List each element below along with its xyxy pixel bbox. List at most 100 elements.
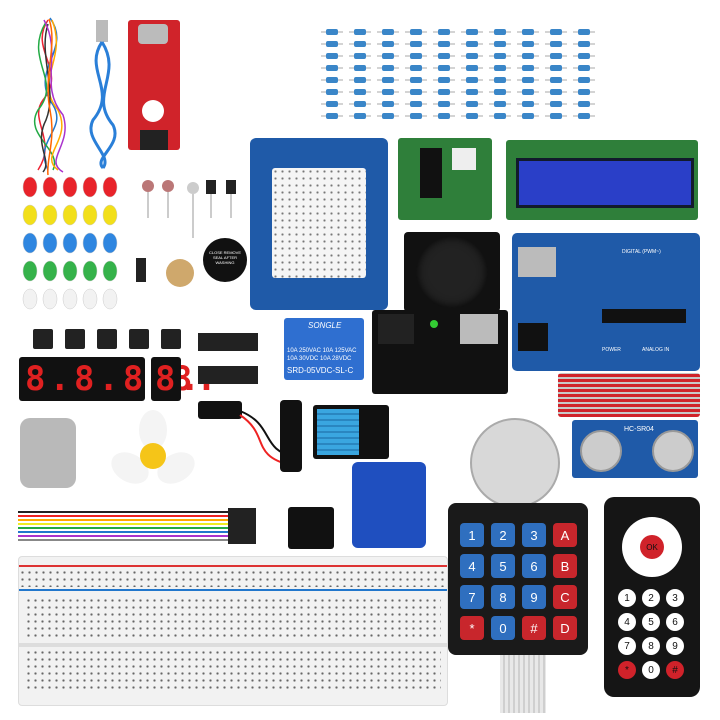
small-components <box>136 180 236 287</box>
resistor <box>354 89 366 95</box>
led <box>62 232 78 254</box>
resistor <box>466 29 478 35</box>
dht11-sensor <box>313 405 389 459</box>
keypad-key[interactable]: 7 <box>460 585 484 609</box>
resistor <box>382 65 394 71</box>
remote-key[interactable]: 6 <box>666 613 684 631</box>
keypad-key[interactable]: 4 <box>460 554 484 578</box>
prototype-shield <box>250 138 388 310</box>
keypad-key[interactable]: B <box>553 554 577 578</box>
resistor <box>410 29 422 35</box>
resistor <box>382 89 394 95</box>
led <box>82 204 98 226</box>
led <box>62 204 78 226</box>
led <box>42 232 58 254</box>
keypad-key[interactable]: 3 <box>522 523 546 547</box>
resistor <box>438 89 450 95</box>
resistor <box>326 65 338 71</box>
resistor <box>466 65 478 71</box>
led <box>42 288 58 310</box>
resistor <box>354 41 366 47</box>
resistor <box>354 113 366 119</box>
remote-key[interactable]: # <box>666 661 684 679</box>
remote-ok-button[interactable]: OK <box>640 535 664 559</box>
resistor <box>494 77 506 83</box>
remote-key[interactable]: 7 <box>618 637 636 655</box>
push-buttons <box>33 329 181 349</box>
led <box>62 288 78 310</box>
remote-key[interactable]: 2 <box>642 589 660 607</box>
keypad-key[interactable]: 9 <box>522 585 546 609</box>
remote-key[interactable]: 3 <box>666 589 684 607</box>
resistor <box>326 101 338 107</box>
keypad-key[interactable]: 5 <box>491 554 515 578</box>
resistor <box>466 89 478 95</box>
led <box>22 260 38 282</box>
resistor <box>382 77 394 83</box>
microphone-icon <box>138 24 168 44</box>
arduino-power-label: POWER <box>602 347 621 353</box>
keypad-ribbon-cable <box>500 655 546 713</box>
resistor <box>326 41 338 47</box>
resistor <box>550 53 562 59</box>
keypad-key[interactable]: # <box>522 616 546 640</box>
resistor <box>550 65 562 71</box>
keypad-key[interactable]: C <box>553 585 577 609</box>
resistor <box>382 29 394 35</box>
resistor <box>466 53 478 59</box>
ic-chip-1 <box>198 333 258 351</box>
resistor <box>494 113 506 119</box>
keypad-key[interactable]: A <box>553 523 577 547</box>
remote-key[interactable]: 5 <box>642 613 660 631</box>
keypad-key[interactable]: 6 <box>522 554 546 578</box>
keypad-key[interactable]: 8 <box>491 585 515 609</box>
resistor <box>326 89 338 95</box>
resistor <box>410 53 422 59</box>
stepper-motor <box>470 418 560 508</box>
resistor <box>410 89 422 95</box>
seven-segment-1digit: 8. <box>151 357 200 401</box>
led <box>82 288 98 310</box>
led <box>22 288 38 310</box>
ir-receiver-module <box>288 507 334 549</box>
dc-barrel-jack <box>280 400 302 472</box>
resistor <box>354 101 366 107</box>
remote-key[interactable]: 4 <box>618 613 636 631</box>
relay-rating-1: 10A 250VAC 10A 125VAC <box>287 348 357 354</box>
resistor <box>578 65 590 71</box>
fan-propeller <box>111 410 195 484</box>
resistor <box>578 29 590 35</box>
resistor <box>494 65 506 71</box>
remote-key[interactable]: 0 <box>642 661 660 679</box>
keypad-key[interactable]: * <box>460 616 484 640</box>
keypad-key[interactable]: 2 <box>491 523 515 547</box>
remote-key[interactable]: 1 <box>618 589 636 607</box>
remote-key[interactable]: 9 <box>666 637 684 655</box>
relay-module: SONGLE 10A 250VAC 10A 125VAC 10A 30VDC 1… <box>284 318 364 380</box>
resistor <box>522 77 534 83</box>
relay-model: SRD-05VDC-SL-C <box>287 366 354 375</box>
resistor <box>522 101 534 107</box>
resistor <box>466 101 478 107</box>
keypad-key[interactable]: 1 <box>460 523 484 547</box>
seven-segment-1digit-text: 8. <box>155 359 204 399</box>
resistor <box>382 53 394 59</box>
resistor <box>550 113 562 119</box>
led <box>102 176 118 198</box>
keypad-key[interactable]: 0 <box>491 616 515 640</box>
led <box>22 232 38 254</box>
resistor <box>438 29 450 35</box>
seven-segment-4digit: 8.8.8.8. <box>19 357 217 401</box>
led <box>42 204 58 226</box>
lcd-screen <box>516 158 694 208</box>
resistor <box>410 77 422 83</box>
ultrasonic-transducer-left <box>580 430 622 472</box>
resistor <box>410 65 422 71</box>
resistor <box>522 89 534 95</box>
resistor <box>578 113 590 119</box>
remote-key[interactable]: 8 <box>642 637 660 655</box>
led <box>82 232 98 254</box>
keypad-key[interactable]: D <box>553 616 577 640</box>
remote-key[interactable]: * <box>618 661 636 679</box>
resistor <box>522 53 534 59</box>
